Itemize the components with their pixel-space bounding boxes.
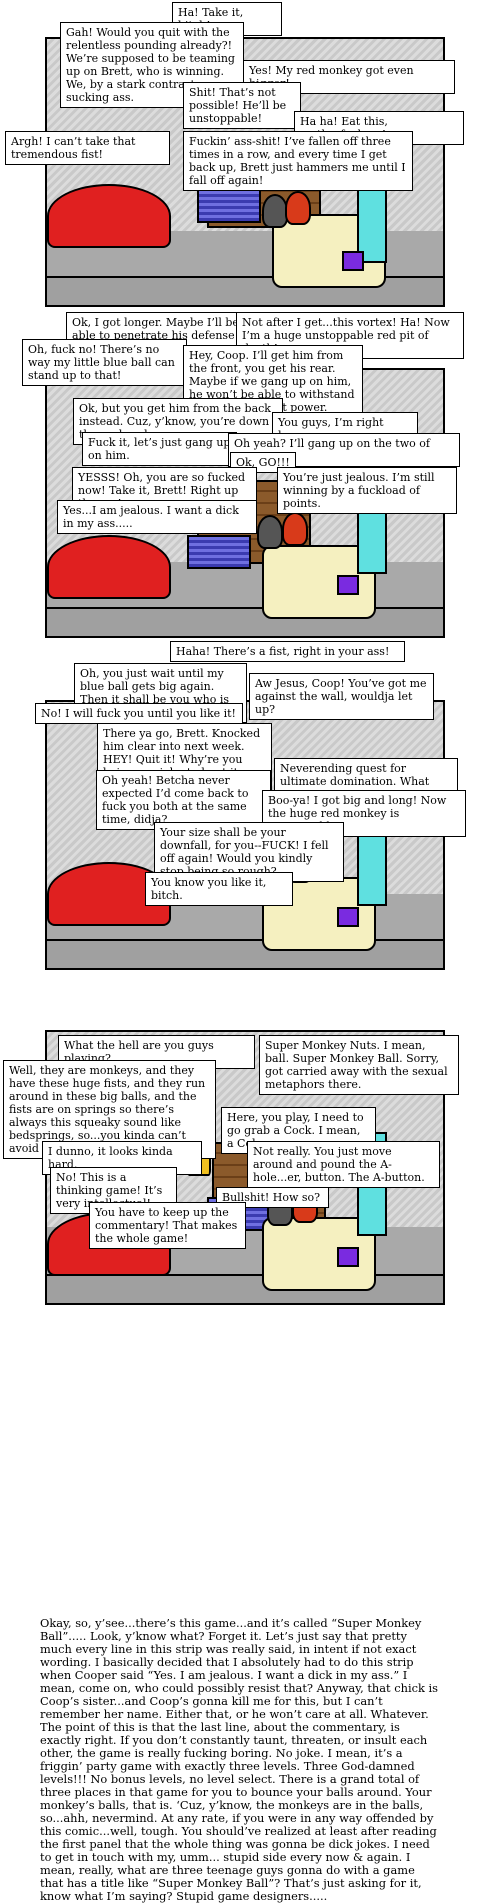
speech-bubble: Haha! There’s a fist, right in your ass! <box>170 641 405 662</box>
speech-bubble: Not really. You just move around and pou… <box>247 1141 440 1188</box>
red-beanbag <box>47 184 171 248</box>
speech-bubble: You’re just jealous. I’m still winning b… <box>277 467 457 514</box>
console <box>337 907 359 927</box>
console <box>337 1247 359 1267</box>
kid-gray <box>257 515 283 549</box>
speech-bubble: Yes...I am jealous. I want a dick in my … <box>57 500 257 534</box>
speech-bubble: No! I will fuck you until you like it! <box>35 703 243 724</box>
caption-text: Okay, so, y’see...there’s this game...an… <box>40 1617 440 1903</box>
blue-box <box>197 189 261 223</box>
speech-bubble: Super Monkey Nuts. I mean, ball. Super M… <box>259 1035 459 1095</box>
caption-paragraph: Okay, so, y’see...there’s this game...an… <box>40 1616 438 1903</box>
console <box>337 575 359 595</box>
speech-bubble: Aw Jesus, Coop! You’ve got me against th… <box>249 673 434 720</box>
floor <box>47 607 443 636</box>
speech-bubble: Fuckin’ ass-shit! I’ve fallen off three … <box>183 131 413 191</box>
speech-bubble: Fuck it, let’s just gang up on him. <box>82 432 237 466</box>
floor <box>47 939 443 968</box>
speech-bubble: Oh yeah! Betcha never expected I’d come … <box>96 770 271 830</box>
kid-gray <box>262 194 288 228</box>
floor <box>47 1273 443 1303</box>
speech-bubble: You know you like it, bitch. <box>145 872 293 906</box>
kid-red <box>285 191 311 225</box>
speech-bubble: Well, they are monkeys, and they have th… <box>3 1060 216 1159</box>
speech-bubble: You have to keep up the commentary! That… <box>89 1202 246 1249</box>
console <box>342 251 364 271</box>
speech-bubble: Argh! I can’t take that tremendous fist! <box>5 131 170 165</box>
kid-red <box>282 512 308 546</box>
speech-bubble: Shit! That’s not possible! He’ll be unst… <box>183 82 301 129</box>
red-beanbag <box>47 535 171 599</box>
blue-box <box>187 535 251 569</box>
speech-bubble: Oh, fuck no! There’s no way my little bl… <box>22 339 187 386</box>
